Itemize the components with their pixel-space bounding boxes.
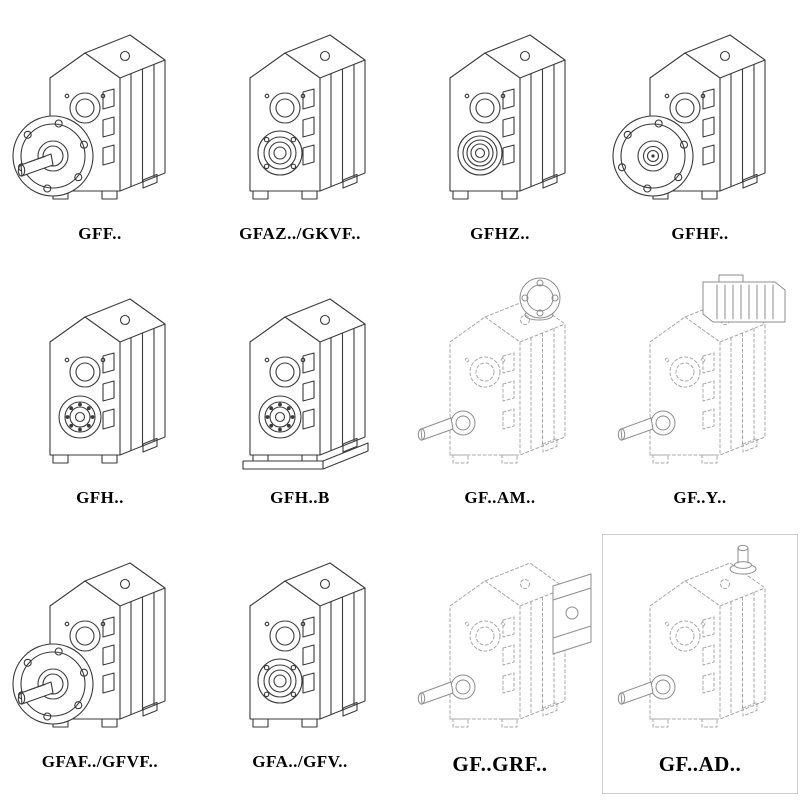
model-label: GFHZ.. (470, 224, 530, 243)
catalog-cell-gf-ad: GF..AD.. (600, 532, 800, 796)
catalog-cell-gf-grf: GF..GRF.. (400, 532, 600, 796)
model-label: GFAF../GFVF.. (41, 752, 159, 771)
catalog-cell-gfhz: GFHZ.. (400, 4, 600, 268)
gearbox-drawing-hollow-shaft (205, 536, 395, 748)
catalog-cell-gfh-b: GFH..B (200, 268, 400, 532)
catalog-cell-gfhf: GFHF.. (600, 4, 800, 268)
catalog-cell-gf-am: GF..AM.. (400, 268, 600, 532)
model-label: GFF.. (78, 224, 122, 243)
gearbox-drawing-hollow-deep (405, 8, 595, 220)
catalog-cell-gfaz-gkvf: GFAZ../GKVF.. (200, 4, 400, 268)
model-label: GF..AD.. (658, 752, 742, 776)
gearbox-drawing-input-shaft (605, 536, 795, 748)
model-label: GFH..B (270, 488, 330, 507)
catalog-cell-gfh: GFH.. (0, 268, 200, 532)
model-label: GFA../GFV.. (252, 752, 348, 771)
model-label: GFAZ../GKVF.. (239, 224, 361, 243)
gearbox-drawing-flange-bore (605, 8, 795, 220)
gearbox-drawing-hollow-shaft (205, 8, 395, 220)
gearbox-drawing-bearing-base (205, 272, 395, 484)
model-label: GF..GRF.. (452, 752, 548, 776)
model-label: GFH.. (76, 488, 124, 507)
catalog-cell-gff: GFF.. (0, 4, 200, 268)
gearbox-drawing-bearing (5, 272, 195, 484)
gearbox-drawing-with-motor (605, 272, 795, 484)
catalog-cell-gfaf-gfvf: GFAF../GFVF.. (0, 532, 200, 796)
model-label: GFHF.. (671, 224, 729, 243)
gearbox-drawing-input-flange (405, 272, 595, 484)
gearbox-drawing-flange-shaft (5, 8, 195, 220)
model-label: GF..AM.. (464, 488, 536, 507)
catalog-cell-gfa-gfv: GFA../GFV.. (200, 532, 400, 796)
catalog-cell-gf-y: GF..Y.. (600, 268, 800, 532)
catalog-grid: GFF.. GFAZ../GKVF.. GFHZ.. GFHF.. GFH.. (0, 4, 800, 796)
model-label: GF..Y.. (673, 488, 727, 507)
gearbox-drawing-flange-shaft (5, 536, 195, 748)
gearbox-drawing-side-block (405, 536, 595, 748)
